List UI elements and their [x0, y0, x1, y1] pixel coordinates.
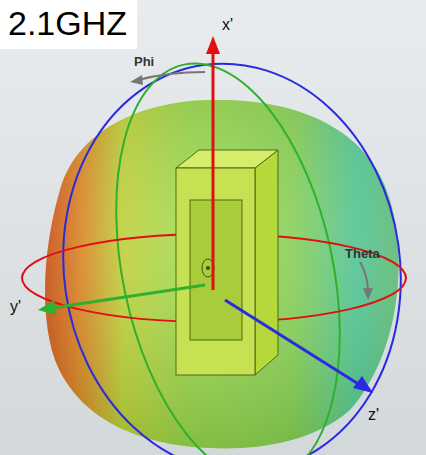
x-axis [212, 52, 215, 290]
antenna-substrate [176, 168, 255, 375]
angle-label: Phi [134, 54, 154, 69]
frequency-title: 2.1GHZ [0, 0, 137, 49]
x-arrowhead [206, 36, 220, 54]
antenna-side [255, 150, 278, 375]
theta-arrow [360, 262, 368, 292]
green-ring [81, 43, 375, 455]
blue-ring [37, 42, 426, 455]
pattern-shading [45, 100, 399, 449]
axis-label: y' [10, 298, 21, 316]
feed-dot [206, 266, 210, 270]
pattern-surface [45, 100, 399, 449]
phi-arrowhead [130, 75, 143, 85]
y-axis [52, 285, 205, 308]
angle-label: Theta [345, 246, 380, 261]
y-arrowhead [38, 300, 56, 315]
axis-label: z' [368, 406, 379, 424]
antenna-top [176, 150, 278, 168]
phi-arrow [138, 72, 205, 80]
axis-label: x' [222, 16, 233, 34]
z-arrowhead [353, 376, 373, 393]
patch [190, 200, 242, 340]
theta-arrowhead [363, 288, 373, 300]
z-axis [225, 300, 360, 385]
